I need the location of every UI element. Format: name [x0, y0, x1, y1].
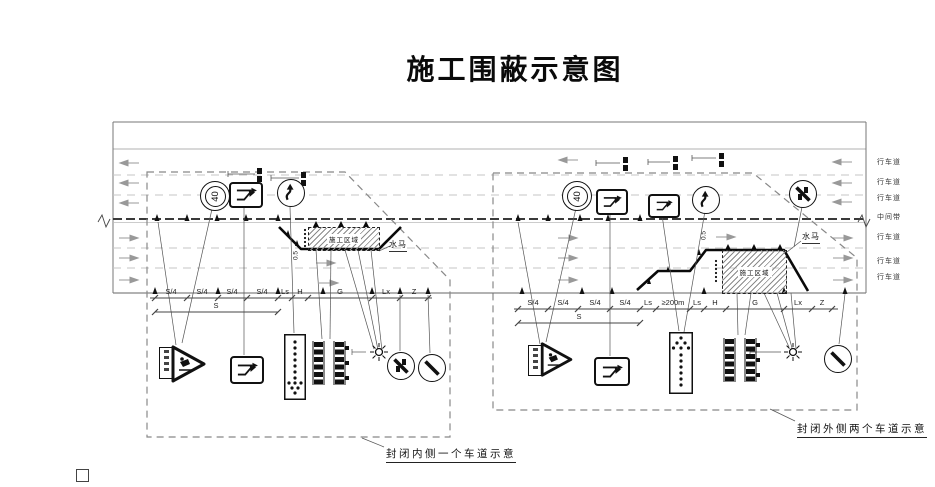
construction-warning-triangle-icon [171, 345, 206, 383]
dim-label: S/4 [557, 298, 569, 307]
delineator-dots [303, 228, 718, 283]
dim-label: H [297, 287, 303, 296]
curved-arrow-icon [700, 190, 709, 208]
lane-label: 行车道 [877, 258, 901, 265]
work-zone-label: 施工区域 [737, 267, 772, 277]
dim-label: Ls [281, 287, 289, 296]
page-title: 施工围蔽示意图 [406, 54, 624, 85]
work-zone-right: 施工区域 [722, 250, 787, 294]
water-barrier-right [636, 248, 810, 292]
detour-sign [692, 186, 720, 214]
end-speed-limit-sign [789, 180, 817, 208]
dimension-lines [150, 294, 838, 327]
water-barrier-stack-icon [312, 341, 349, 385]
merge-arrows-icon [603, 195, 622, 207]
lane-label: 行车道 [877, 179, 901, 186]
flash-lamps [227, 153, 724, 186]
slash-circle-icon [393, 358, 409, 374]
construction-warning-triangle-icon [540, 342, 573, 377]
slash-circle-icon [795, 186, 811, 202]
dim-label: Ls [693, 298, 701, 307]
speed-limit-inner-ring: 40 [566, 185, 588, 207]
median-label: 中间带 [877, 214, 901, 221]
end-restriction-sign [418, 354, 446, 382]
dim-label: S/4 [589, 298, 601, 307]
water-barrier-label: 水马 [802, 231, 820, 244]
corner-square [76, 469, 89, 482]
dim-label: S/4 [165, 287, 177, 296]
end-speed-limit-sign [387, 352, 415, 380]
plate-text-marks [163, 350, 169, 372]
dim-label: Z [411, 287, 417, 296]
dim-label: Lx [794, 298, 802, 307]
offset-dimension: 0.5 [700, 230, 708, 241]
lane-merge-sign [596, 189, 628, 215]
detour-sign [277, 179, 305, 207]
dim-total-label: S [576, 312, 582, 321]
dim-label: G [752, 298, 758, 307]
dim-label: ≥200m [661, 298, 685, 307]
dim-label: H [712, 298, 718, 307]
dim-label: G [337, 287, 343, 296]
speed-limit-inner-ring: 40 [204, 185, 226, 207]
lane-label: 行车道 [877, 274, 901, 281]
merge-arrows-icon [656, 200, 673, 211]
merge-arrows-icon [237, 362, 258, 376]
plate-text-marks [532, 348, 538, 370]
dim-total-label: S [213, 301, 219, 310]
lane-merge-sign [648, 194, 680, 218]
leader-lines [157, 206, 846, 448]
curved-arrow-icon [285, 183, 294, 201]
closure-outline-right [492, 172, 858, 411]
dim-label: S/4 [256, 287, 268, 296]
warning-lamp-icon [784, 343, 802, 361]
left-diagram-caption: 封闭内侧一个车道示意 [386, 446, 516, 463]
dim-label: Z [819, 298, 825, 307]
traffic-arrows [118, 156, 854, 287]
speed-limit-sign: 40 [200, 181, 230, 211]
work-zone-ticks [313, 221, 783, 250]
closure-outline-left [146, 171, 451, 438]
lane-merge-sign [230, 356, 264, 384]
dim-label: S/4 [527, 298, 539, 307]
dim-label: S/4 [226, 287, 238, 296]
slash-circle-icon [424, 360, 440, 376]
lane-label: 行车道 [877, 159, 901, 166]
lane-label: 行车道 [877, 195, 901, 202]
water-barrier-label: 水马 [389, 239, 407, 252]
end-restriction-sign [824, 345, 852, 373]
dim-label: S/4 [196, 287, 208, 296]
lane-label: 行车道 [877, 234, 901, 241]
slash-circle-icon [830, 351, 846, 367]
median-line [97, 213, 871, 229]
lane-merge-sign [229, 182, 263, 208]
offset-dimension: 0.5 [292, 250, 300, 261]
work-zone-left: 施工区域 [308, 227, 380, 251]
dimension-ticks [151, 294, 836, 327]
lane-merge-sign [594, 357, 630, 386]
water-barrier-stack-icon [723, 338, 760, 382]
work-zone-label: 施工区域 [327, 234, 361, 244]
speed-limit-sign: 40 [562, 181, 592, 211]
right-diagram-caption: 封闭外侧两个车道示意 [797, 421, 927, 438]
dim-label: Ls [644, 298, 652, 307]
arrow-board-icon [669, 332, 693, 394]
dim-label: Lx [382, 287, 390, 296]
merge-arrows-icon [602, 364, 623, 377]
warning-lamp-icon [370, 343, 388, 361]
arrow-board-icon [284, 334, 306, 400]
dim-label: S/4 [619, 298, 631, 307]
merge-arrows-icon [236, 187, 257, 201]
